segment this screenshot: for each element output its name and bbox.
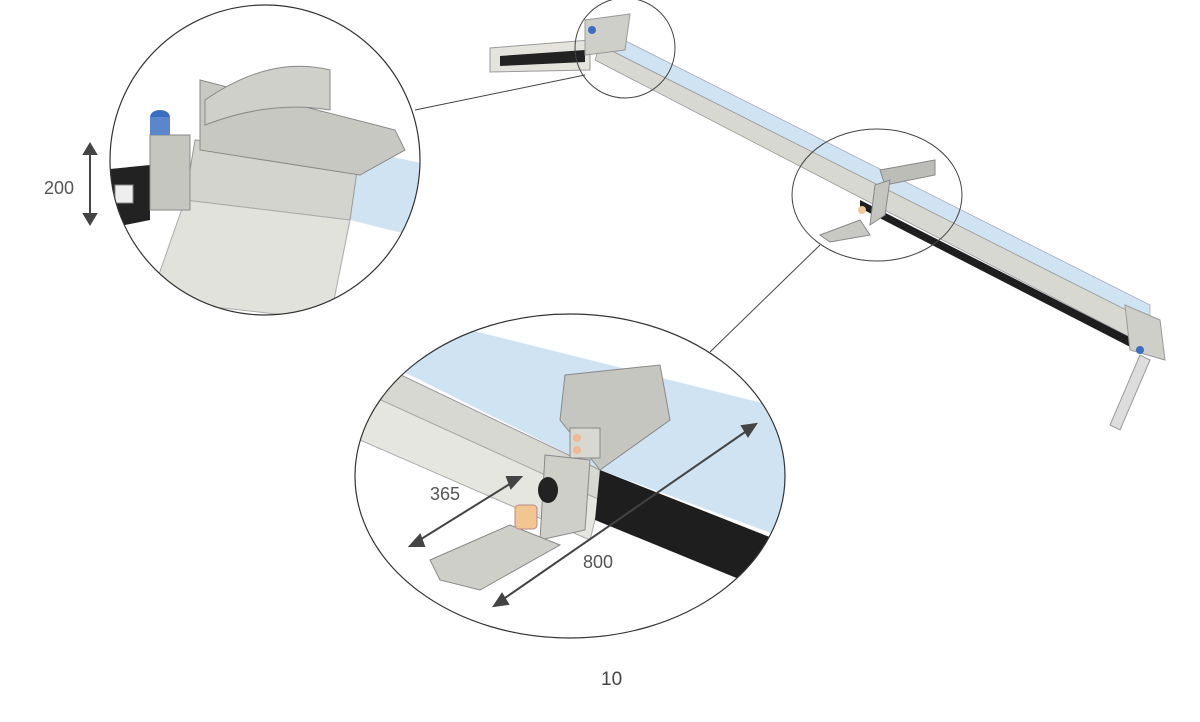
overview-rail bbox=[489, 13, 1166, 431]
dimension-arrow-height bbox=[82, 142, 98, 226]
page-number: 10 bbox=[601, 669, 623, 690]
dimension-label-height: 200 bbox=[44, 178, 75, 198]
connector-line-bottom bbox=[709, 244, 821, 353]
detail-end-bracket bbox=[110, 5, 420, 315]
detail-clamp bbox=[355, 314, 785, 638]
highlight-circle-clamp bbox=[791, 128, 963, 262]
detail-circle-top bbox=[109, 4, 421, 316]
dimension-label-length: 800 bbox=[583, 552, 614, 572]
highlight-circle-end bbox=[574, 0, 676, 99]
dimension-arrow-depth bbox=[407, 476, 524, 547]
connector-line-top bbox=[414, 74, 586, 111]
dimension-arrow-length bbox=[491, 422, 759, 608]
dimension-label-depth: 365 bbox=[430, 484, 461, 504]
detail-circle-bottom bbox=[354, 313, 786, 639]
